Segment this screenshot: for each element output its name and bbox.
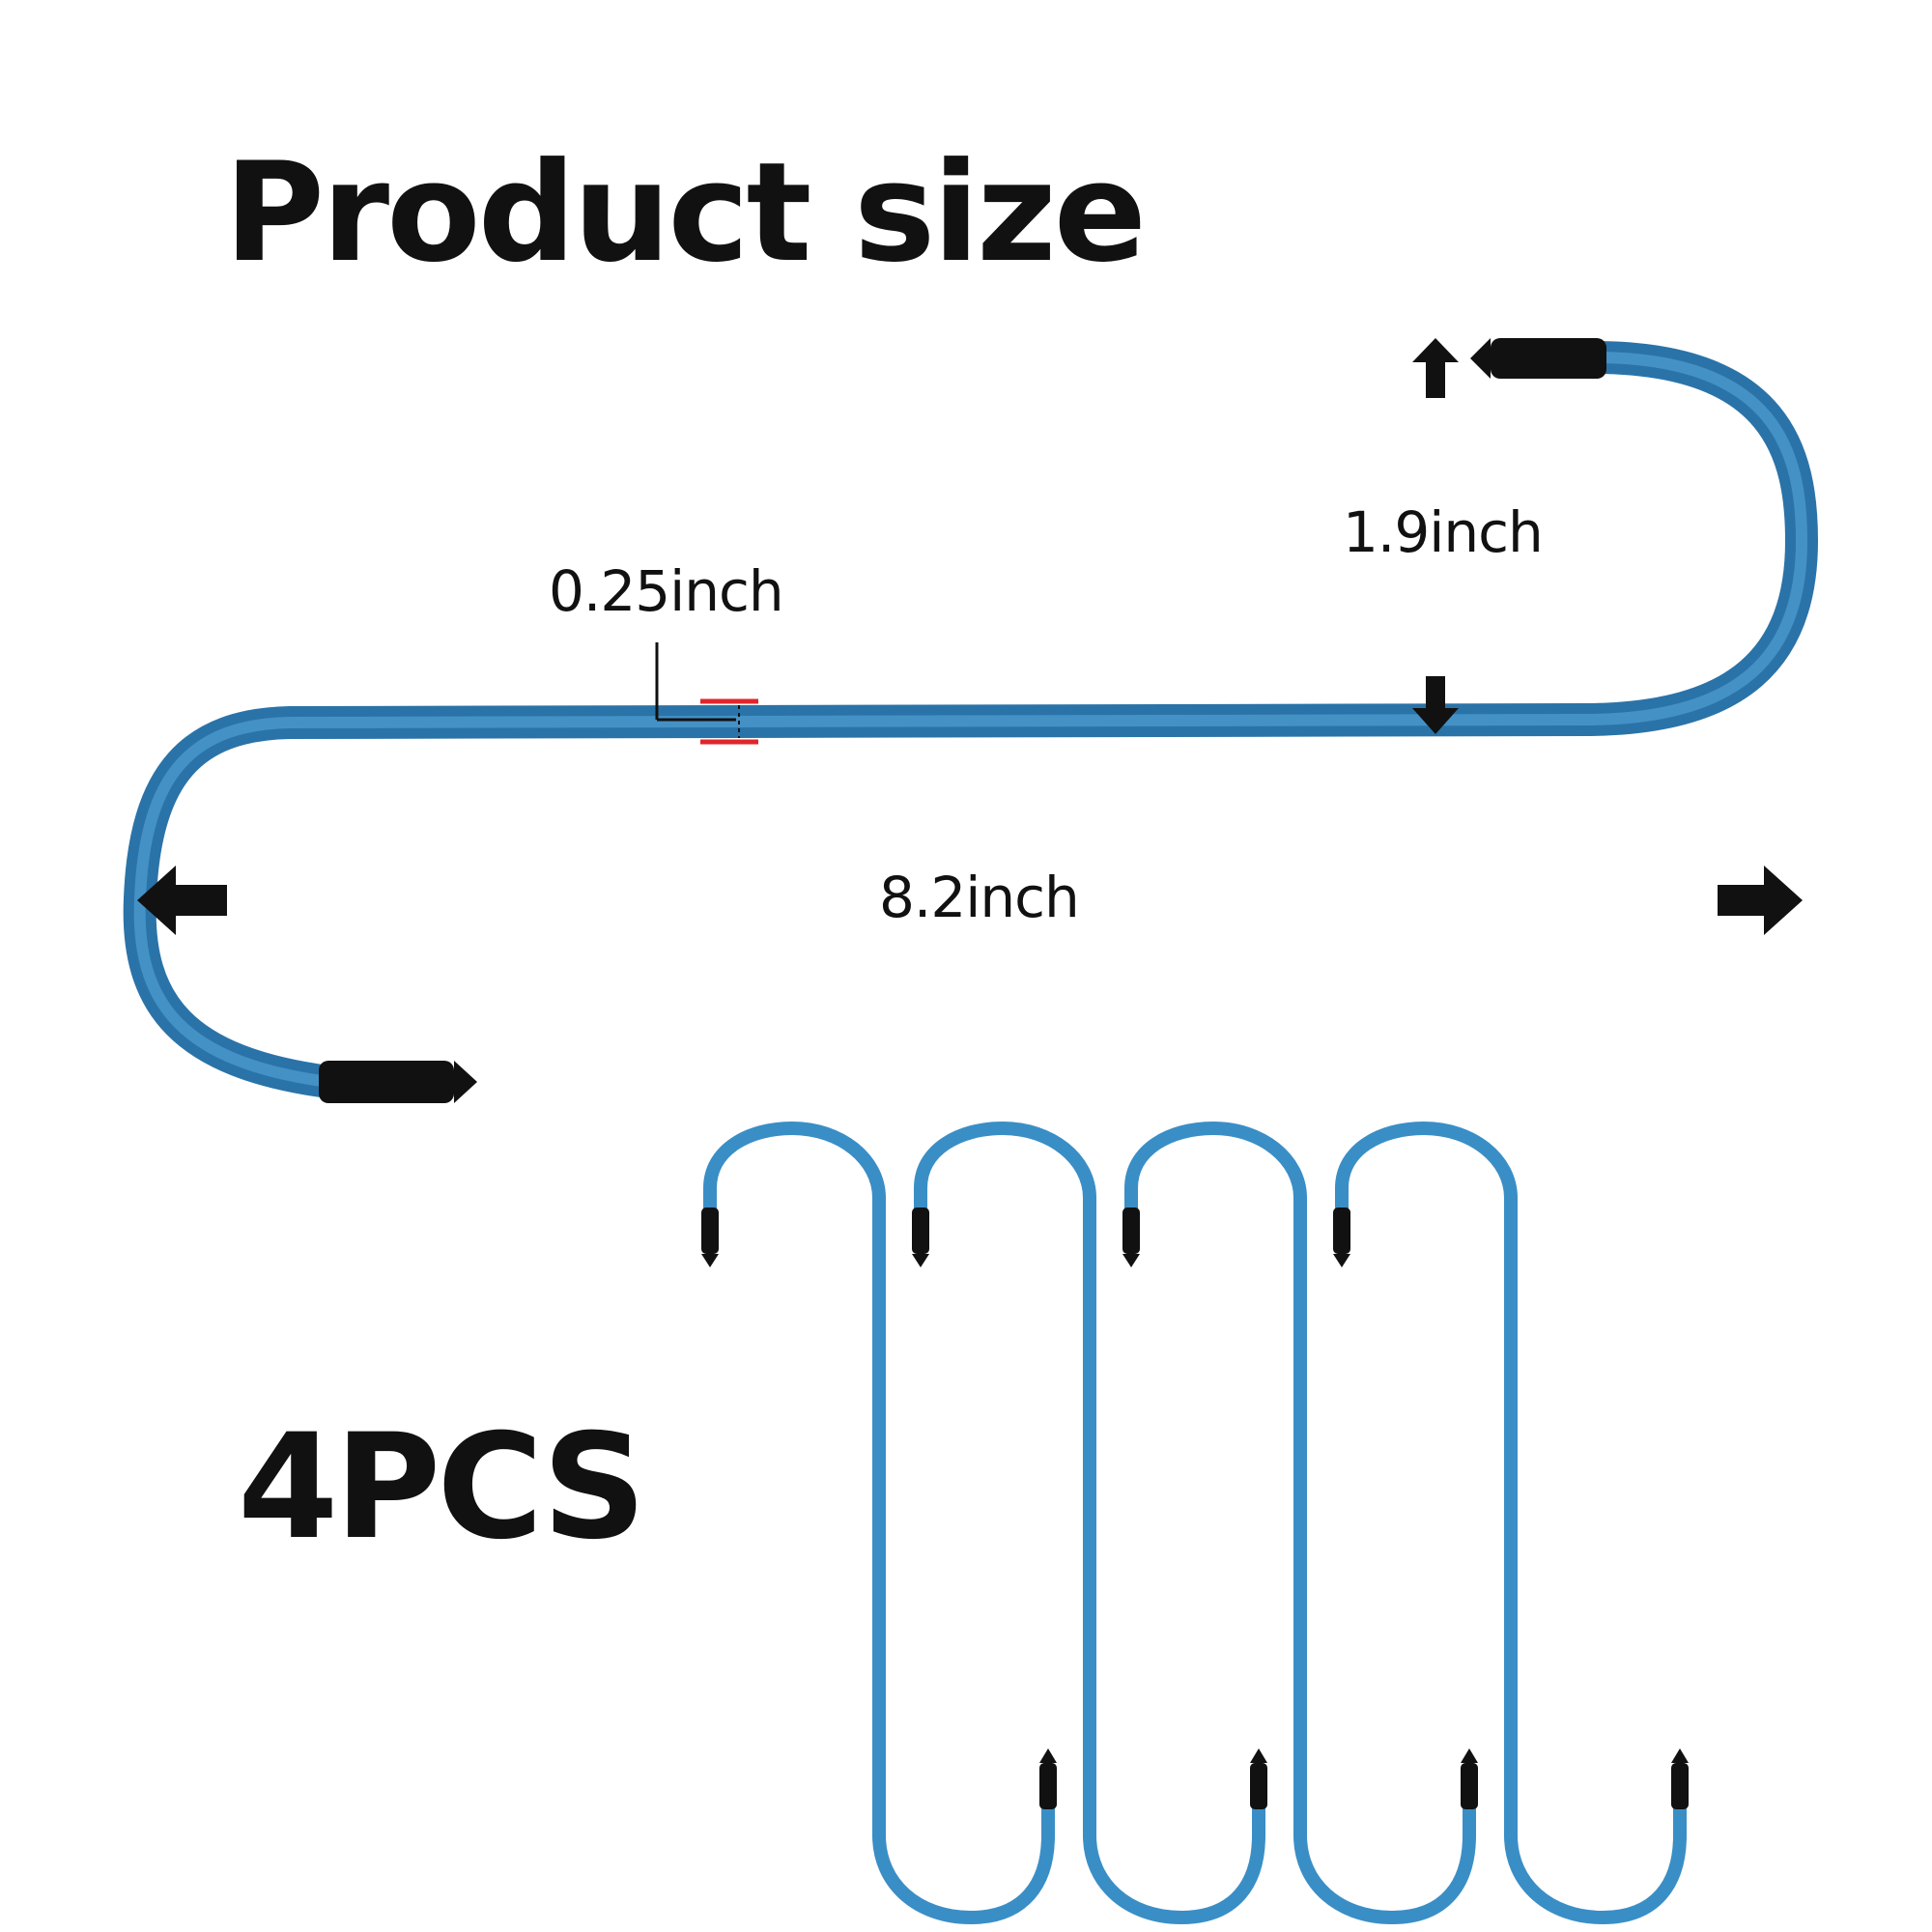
large-s-hook: [123, 338, 1819, 1103]
height-arrow-down-icon: [1412, 676, 1459, 734]
large-hook-top-tip: [1470, 338, 1606, 379]
length-label: 8.2inch: [879, 865, 1080, 930]
length-arrow-left-icon: [137, 866, 227, 935]
small-hook-3: [1122, 1121, 1478, 1925]
hook-set: [701, 1121, 1689, 1925]
thickness-label: 0.25inch: [549, 558, 784, 624]
small-hook-2: [912, 1121, 1267, 1925]
large-hook-bottom-tip: [319, 1061, 477, 1103]
height-arrow-up-icon: [1412, 338, 1459, 398]
length-arrow-right-icon: [1718, 866, 1803, 935]
small-hook-4: [1333, 1121, 1689, 1925]
height-label: 1.9inch: [1343, 499, 1544, 565]
quantity-label: 4PCS: [238, 1404, 646, 1572]
small-hook-1: [701, 1121, 1057, 1925]
thickness-marker: [655, 642, 758, 745]
page-title: Product size: [224, 133, 1147, 293]
